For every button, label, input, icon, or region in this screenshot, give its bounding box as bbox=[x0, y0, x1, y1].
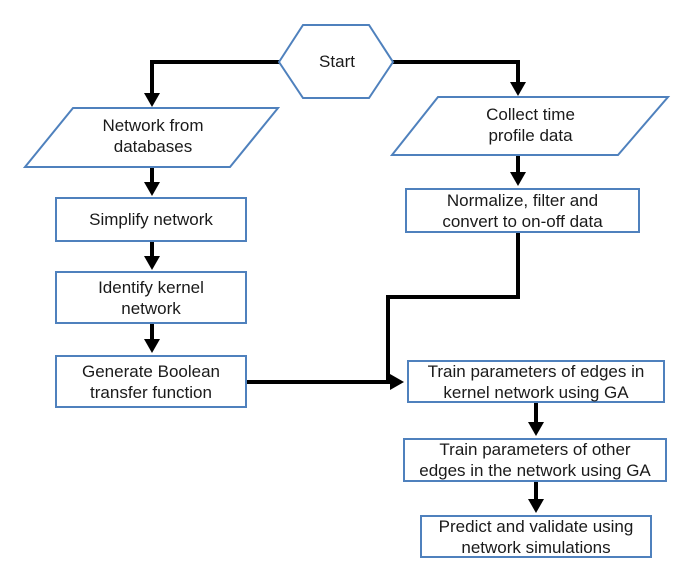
node-normalize-filter-convert: Normalize, filter and convert to on-off … bbox=[405, 188, 640, 233]
connector-normalize-junction bbox=[386, 233, 520, 382]
start-hexagon-shape bbox=[277, 24, 395, 99]
network-db-parallelogram-shape bbox=[22, 107, 281, 168]
node-train-kernel-edges-ga: Train parameters of edges in kernel netw… bbox=[407, 360, 665, 403]
collect-parallelogram-shape bbox=[389, 96, 671, 156]
node-predict-validate-simulations: Predict and validate using network simul… bbox=[420, 515, 652, 558]
node-collect-time-profile-data: Collect time profile data bbox=[486, 105, 575, 145]
node-train-other-edges-ga: Train parameters of other edges in the n… bbox=[403, 438, 667, 482]
arrow-start-to-collect bbox=[392, 60, 526, 96]
arrow-start-to-network-db bbox=[144, 60, 280, 107]
node-start-label: Start bbox=[319, 51, 355, 71]
node-generate-boolean-transfer-function: Generate Boolean transfer function bbox=[55, 355, 247, 408]
node-start: Start bbox=[281, 26, 393, 96]
node-identify-kernel-network: Identify kernel network bbox=[55, 271, 247, 324]
node-simplify-network: Simplify network bbox=[55, 197, 247, 242]
node-network-from-databases: Network from databases bbox=[102, 116, 204, 156]
